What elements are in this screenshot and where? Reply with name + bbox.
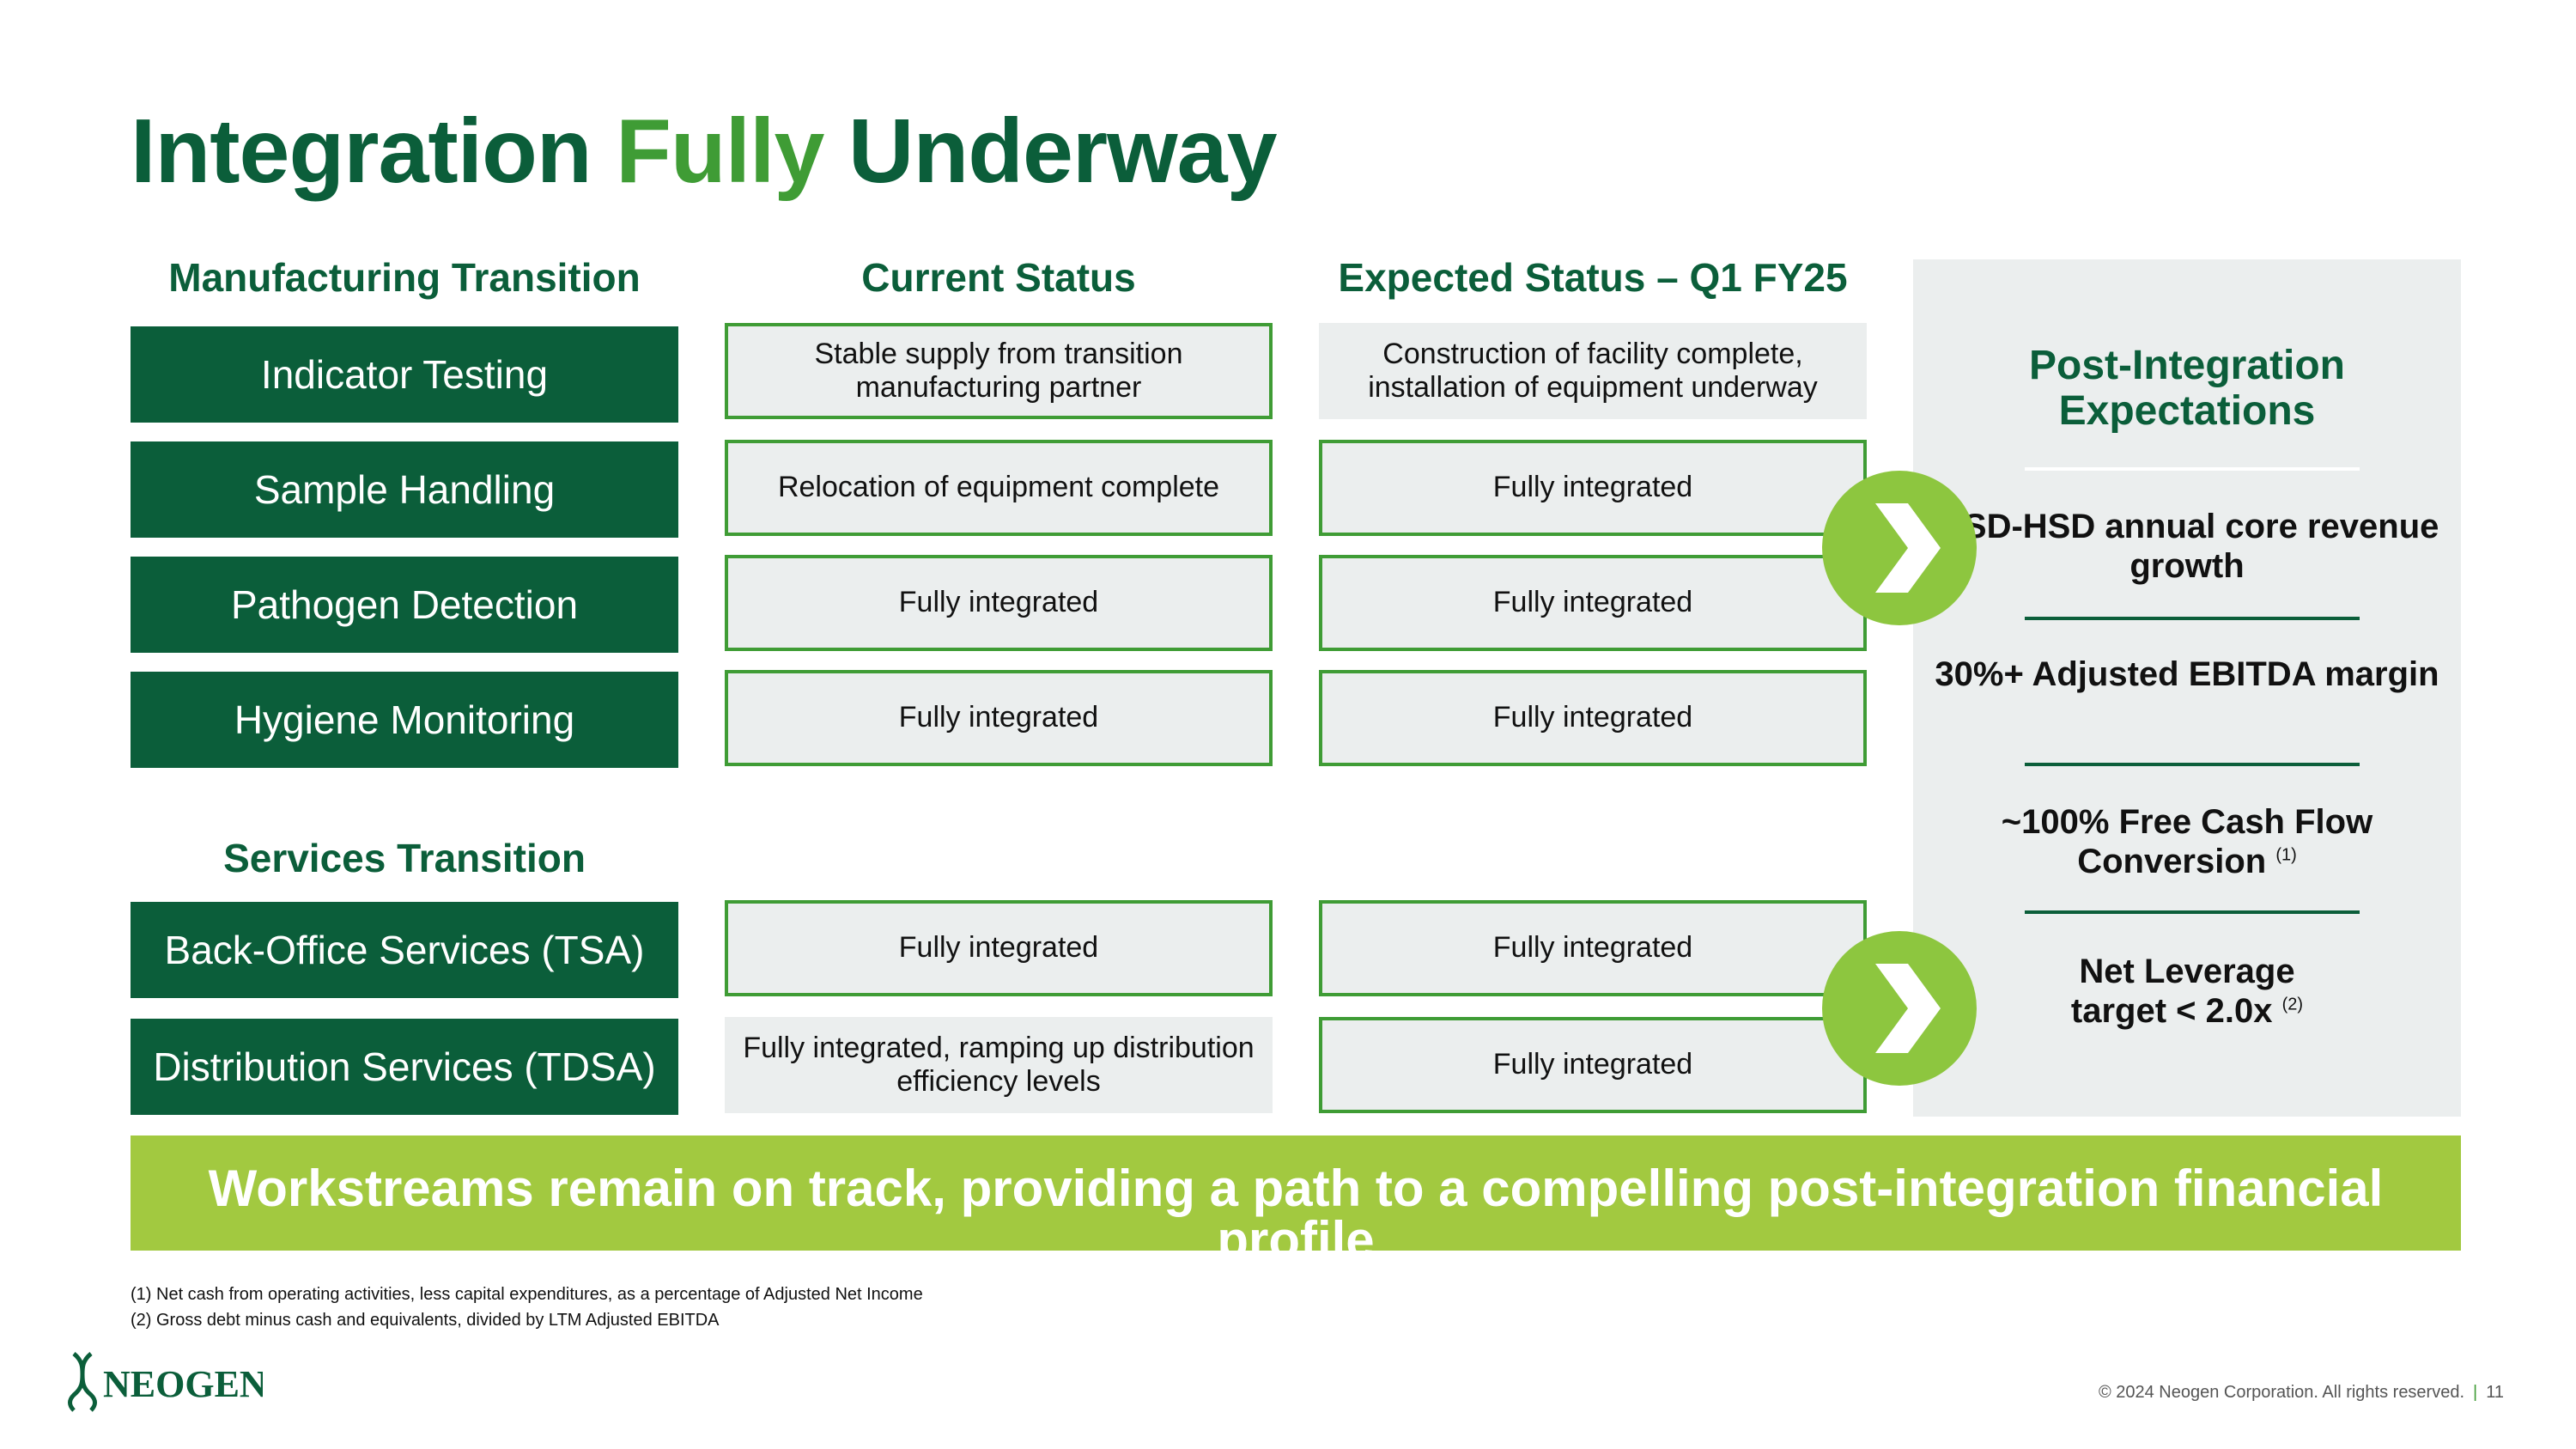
expectation-net-leverage: Net Leverage target < 2.0x (2) <box>1913 952 2461 1031</box>
current-status-distribution-services: Fully integrated, ramping up distributio… <box>725 1017 1273 1113</box>
current-status-hygiene-monitoring: Fully integrated <box>725 670 1273 766</box>
summary-banner: Workstreams remain on track, providing a… <box>131 1135 2461 1251</box>
expectation-revenue-growth: MSD-HSD annual core revenue growth <box>1913 507 2461 586</box>
row-label-indicator-testing: Indicator Testing <box>131 326 678 423</box>
title-accent: Fully <box>616 100 824 202</box>
copyright: © 2024 Neogen Corporation. All rights re… <box>2099 1383 2504 1403</box>
row-label-sample-handling: Sample Handling <box>131 441 678 538</box>
chevron-right-icon <box>1822 471 1977 625</box>
expected-status-hygiene-monitoring: Fully integrated <box>1319 670 1867 766</box>
title-part-1: Integration <box>131 100 617 202</box>
expectation-text: MSD-HSD annual core revenue growth <box>1935 508 2439 585</box>
panel-divider <box>2025 763 2360 766</box>
post-integration-title: Post-Integration Expectations <box>2029 343 2345 434</box>
expected-status-sample-handling: Fully integrated <box>1319 440 1867 536</box>
expectation-text: ~100% Free Cash Flow Conversion <box>2001 803 2373 880</box>
row-label-back-office-services: Back-Office Services (TSA) <box>131 902 678 998</box>
expected-status-distribution-services: Fully integrated <box>1319 1017 1867 1113</box>
current-status-sample-handling: Relocation of equipment complete <box>725 440 1273 536</box>
page-title: Integration Fully Underway <box>131 100 1278 202</box>
footnote-2: (2) Gross debt minus cash and equivalent… <box>131 1311 720 1330</box>
panel-divider <box>2025 910 2360 914</box>
panel-divider <box>2025 467 2360 471</box>
row-label-pathogen-detection: Pathogen Detection <box>131 557 678 653</box>
current-status-pathogen-detection: Fully integrated <box>725 555 1273 651</box>
header-current-status: Current Status <box>861 255 1136 300</box>
post-integration-panel: Post-Integration Expectations MSD-HSD an… <box>1913 259 2461 1117</box>
page-number: 11 <box>2486 1383 2504 1402</box>
neogen-logo: NEOGEN <box>65 1350 267 1412</box>
header-manufacturing-transition: Manufacturing Transition <box>168 255 641 300</box>
chevron-right-icon <box>1822 931 1977 1086</box>
header-expected-status: Expected Status – Q1 FY25 <box>1338 255 1848 300</box>
expectation-ebitda-margin: 30%+ Adjusted EBITDA margin <box>1913 654 2461 694</box>
expected-status-pathogen-detection: Fully integrated <box>1319 555 1867 651</box>
current-status-indicator-testing: Stable supply from transition manufactur… <box>725 323 1273 419</box>
panel-divider <box>2025 617 2360 620</box>
footnote-1: (1) Net cash from operating activities, … <box>131 1285 923 1304</box>
logo-text: NEOGEN <box>103 1363 263 1405</box>
footnote-marker-2: (2) <box>2281 995 2304 1014</box>
title-part-3: Underway <box>823 100 1278 202</box>
expectation-fcf-conversion: ~100% Free Cash Flow Conversion (1) <box>1913 802 2461 881</box>
footnote-marker-1: (1) <box>2275 845 2297 865</box>
separator: | <box>2473 1383 2478 1402</box>
current-status-back-office-services: Fully integrated <box>725 900 1273 996</box>
expected-status-indicator-testing: Construction of facility complete, insta… <box>1319 323 1867 419</box>
expectation-text: 30%+ Adjusted EBITDA margin <box>1935 655 2439 693</box>
copyright-text: © 2024 Neogen Corporation. All rights re… <box>2098 1383 2465 1402</box>
row-label-hygiene-monitoring: Hygiene Monitoring <box>131 672 678 768</box>
expected-status-back-office-services: Fully integrated <box>1319 900 1867 996</box>
header-services-transition: Services Transition <box>223 836 586 880</box>
row-label-distribution-services: Distribution Services (TDSA) <box>131 1019 678 1115</box>
expectation-text: Net Leverage target < 2.0x <box>2070 953 2295 1030</box>
